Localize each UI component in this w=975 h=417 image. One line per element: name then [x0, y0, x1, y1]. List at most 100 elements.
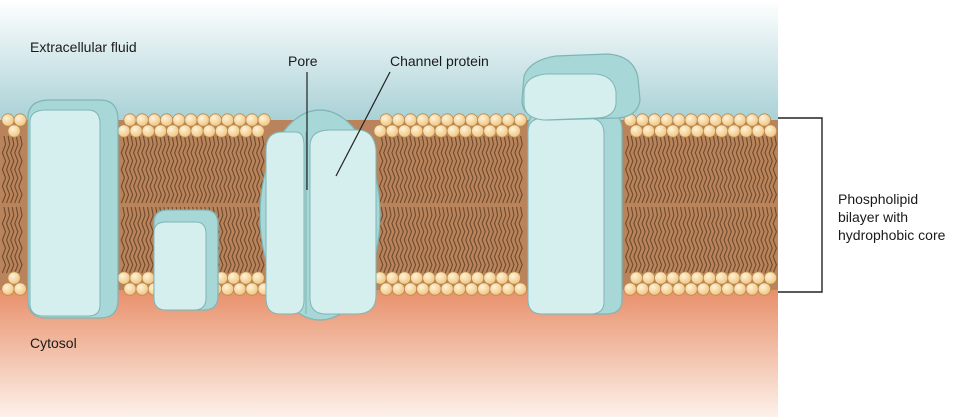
lipid-tail — [424, 135, 429, 204]
phospholipid-head — [660, 282, 674, 296]
lipid-tail — [169, 135, 175, 204]
phospholipid-head — [190, 124, 204, 138]
phospholipid-head — [708, 282, 723, 296]
lipid-tail — [510, 135, 515, 204]
lipid-tail — [657, 135, 663, 204]
lipid-tail — [690, 135, 695, 204]
phospholipid-head — [129, 271, 143, 285]
lipid-tail — [637, 135, 642, 204]
lipid-tails — [1, 135, 777, 274]
lipid-tail — [497, 206, 503, 274]
phospholipid-head — [727, 124, 741, 138]
lipid-tail — [5, 206, 11, 274]
lipid-tail — [727, 206, 732, 274]
phospholipid-head — [1, 113, 15, 127]
phospholipid-head — [672, 282, 686, 296]
bilayer-label-line-3: hydrophobic core — [838, 227, 946, 243]
phospholipid-head — [403, 113, 418, 127]
lipid-tail — [256, 206, 261, 274]
phospholipid-head — [733, 282, 747, 296]
phospholipid-head — [666, 271, 680, 285]
lipid-tail — [1, 206, 7, 274]
phospholipid-head — [416, 282, 430, 296]
phospholipid-head — [715, 124, 729, 138]
lipid-tail — [637, 206, 642, 274]
phospholipid-head — [654, 124, 668, 138]
phospholipid-head — [623, 282, 637, 296]
lipid-tail — [5, 135, 11, 204]
bilayer-bracket — [778, 117, 823, 293]
phospholipid-head — [690, 124, 704, 138]
phospholipid-head — [629, 124, 643, 138]
phospholipid-head — [483, 124, 497, 138]
phospholipid-head — [751, 124, 765, 138]
phospholipid-head — [464, 113, 479, 127]
phospholipid-head — [129, 124, 143, 138]
phospholipid-head — [184, 113, 198, 127]
lipid-tail — [448, 206, 454, 274]
lipid-tail — [14, 135, 19, 204]
lipid-tail — [768, 135, 773, 204]
phospholipid-head — [123, 113, 137, 127]
lipid-tail — [649, 206, 654, 274]
lipid-tail — [190, 135, 195, 204]
phospholipid-head — [428, 282, 442, 296]
bilayer-label: Phospholipid bilayer with hydrophobic co… — [838, 190, 945, 244]
lipid-tail — [215, 135, 220, 204]
phospholipid-head — [440, 282, 454, 296]
lipid-tail — [678, 206, 683, 274]
lipid-tail — [711, 135, 716, 204]
lipid-tail — [493, 206, 499, 274]
phospholipid-head — [751, 271, 765, 285]
bilayer-label-line-2: bilayer with — [838, 209, 909, 225]
phospholipid-head — [239, 124, 253, 138]
phospholipid-head — [233, 282, 247, 296]
phospholipid-head — [13, 282, 27, 296]
channel-protein — [259, 109, 381, 321]
lipid-tail — [415, 206, 421, 274]
phospholipid-head — [135, 113, 149, 127]
phospholipid-head — [678, 124, 692, 138]
phospholipid-head — [141, 271, 155, 285]
phospholipid-head — [690, 271, 704, 285]
phospholipid-head — [403, 282, 418, 296]
lipid-tail — [251, 135, 257, 204]
lipid-tail — [641, 135, 646, 204]
lipid-tail — [395, 135, 400, 204]
phospholipid-head — [422, 271, 436, 285]
lipid-tail — [748, 206, 753, 274]
phospholipid-head — [452, 282, 466, 296]
phospholipid-head — [434, 124, 448, 138]
phospholipid-head — [245, 282, 259, 296]
lipid-tail — [256, 135, 261, 204]
phospholipid-head — [202, 124, 216, 138]
lipid-tail — [723, 206, 728, 274]
lipid-tail — [719, 206, 724, 274]
phospholipid-head — [452, 113, 466, 127]
phospholipid-head — [647, 282, 662, 296]
lipid-tail — [633, 206, 638, 274]
lipid-tail — [440, 206, 445, 274]
phospholipid-head — [696, 282, 711, 296]
phospholipid-head — [391, 113, 405, 127]
phospholipid-head — [721, 282, 735, 296]
lipid-tail — [514, 135, 519, 204]
lipid-tail — [707, 206, 712, 274]
lipid-tail — [670, 206, 675, 274]
phospholipid-head — [239, 271, 253, 285]
lipid-tail — [420, 135, 425, 204]
lipid-tail — [145, 206, 150, 274]
channel-protein-label: Channel protein — [390, 53, 489, 69]
phospholipid-head — [763, 271, 778, 285]
phospholipid-head — [422, 124, 436, 138]
phospholipid-head — [379, 282, 393, 296]
lipid-tail — [399, 135, 404, 204]
lipid-tail — [391, 135, 396, 204]
lipid-tail — [124, 206, 130, 274]
lipid-tail — [743, 135, 749, 204]
lipid-tail — [198, 135, 203, 204]
lipid-tail — [682, 206, 687, 274]
phospholipid-head — [739, 124, 753, 138]
lipid-tail — [235, 135, 240, 204]
lipid-tail — [674, 135, 679, 204]
